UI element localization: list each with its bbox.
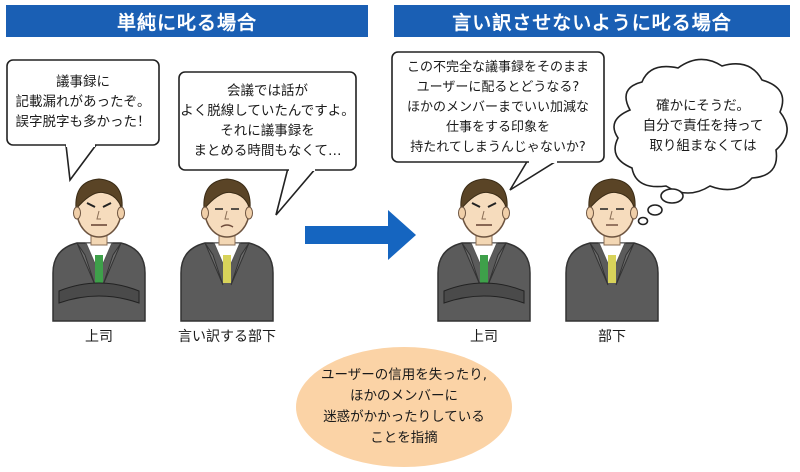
note-text: ユーザーの信用を失ったり, ほかのメンバーに 迷惑がかかったりしている ことを指… (306, 365, 502, 449)
left-title-banner: 単純に叱る場合 (6, 5, 368, 37)
thought-bubble (613, 58, 788, 226)
boss-bubble-right-line-5: 持たれてしまうんじゃないか? (410, 140, 586, 155)
subordinate-label-right: 部下 (598, 329, 626, 345)
boss-bubble-right-line-3: ほかのメンバーまでいい加減な (406, 100, 589, 115)
subordinate-speech-bubble-left (178, 71, 357, 216)
note-line-1: ユーザーの信用を失ったり, (320, 367, 488, 383)
person-boss-icon-right (437, 178, 531, 322)
thought-line-1: 確かにそうだ。 (656, 98, 750, 114)
person-boss-icon-left (52, 178, 146, 322)
sub-bubble-left-line-1: 会議では話が (227, 83, 308, 99)
boss-bubble-right-line-2: ユーザーに配るとどうなる? (416, 80, 580, 95)
thought-bubble-text: 確かにそうだ。 自分で責任を持って 取り組まなくては (628, 96, 778, 156)
boss-speech-bubble-right (391, 51, 605, 191)
subordinate-label-left: 言い訳する部下 (178, 329, 276, 345)
note-line-3: 迷惑がかかったりしている (323, 409, 485, 425)
arrow-right-icon (305, 210, 416, 260)
boss-bubble-right-line-1: この不完全な議事録をそのまま (406, 60, 589, 75)
left-title: 単純に叱る場合 (116, 11, 257, 34)
person-subordinate-icon-right (565, 178, 659, 322)
boss-bubble-left-text: 議事録に 記載漏れがあったぞ。 誤字脱字も多かった！ (7, 72, 159, 132)
boss-label-right: 上司 (470, 329, 498, 345)
boss-bubble-left-line-1: 議事録に (56, 74, 110, 90)
boss-bubble-left-line-2: 記載漏れがあったぞ。 (15, 94, 151, 110)
note-line-4: ことを指摘 (370, 430, 438, 446)
sub-bubble-left-line-4: まとめる時間もなくて… (193, 143, 342, 159)
thought-line-2: 自分で責任を持って (642, 118, 764, 134)
boss-speech-bubble-left (6, 59, 160, 183)
right-title: 言い訳させないように叱る場合 (452, 11, 732, 34)
boss-bubble-left-line-3: 誤字脱字も多かった！ (15, 114, 151, 130)
sub-bubble-left-text: 会議では話が よく脱線していたんですよ。 それに議事録を まとめる時間もなくて… (179, 81, 356, 161)
boss-bubble-right-line-4: 仕事をする印象を (445, 120, 550, 135)
note-line-2: ほかのメンバーに (350, 388, 458, 404)
boss-bubble-right-text: この不完全な議事録をそのまま ユーザーに配るとどうなる? ほかのメンバーまでいい… (392, 58, 604, 158)
right-title-banner: 言い訳させないように叱る場合 (394, 5, 790, 37)
sub-bubble-left-line-3: それに議事録を (220, 123, 315, 139)
boss-label-left: 上司 (85, 329, 113, 345)
thought-line-3: 取り組まなくては (649, 138, 757, 154)
sub-bubble-left-line-2: よく脱線していたんですよ。 (180, 103, 355, 119)
person-subordinate-icon-left (180, 178, 274, 322)
note-oval (296, 347, 512, 467)
